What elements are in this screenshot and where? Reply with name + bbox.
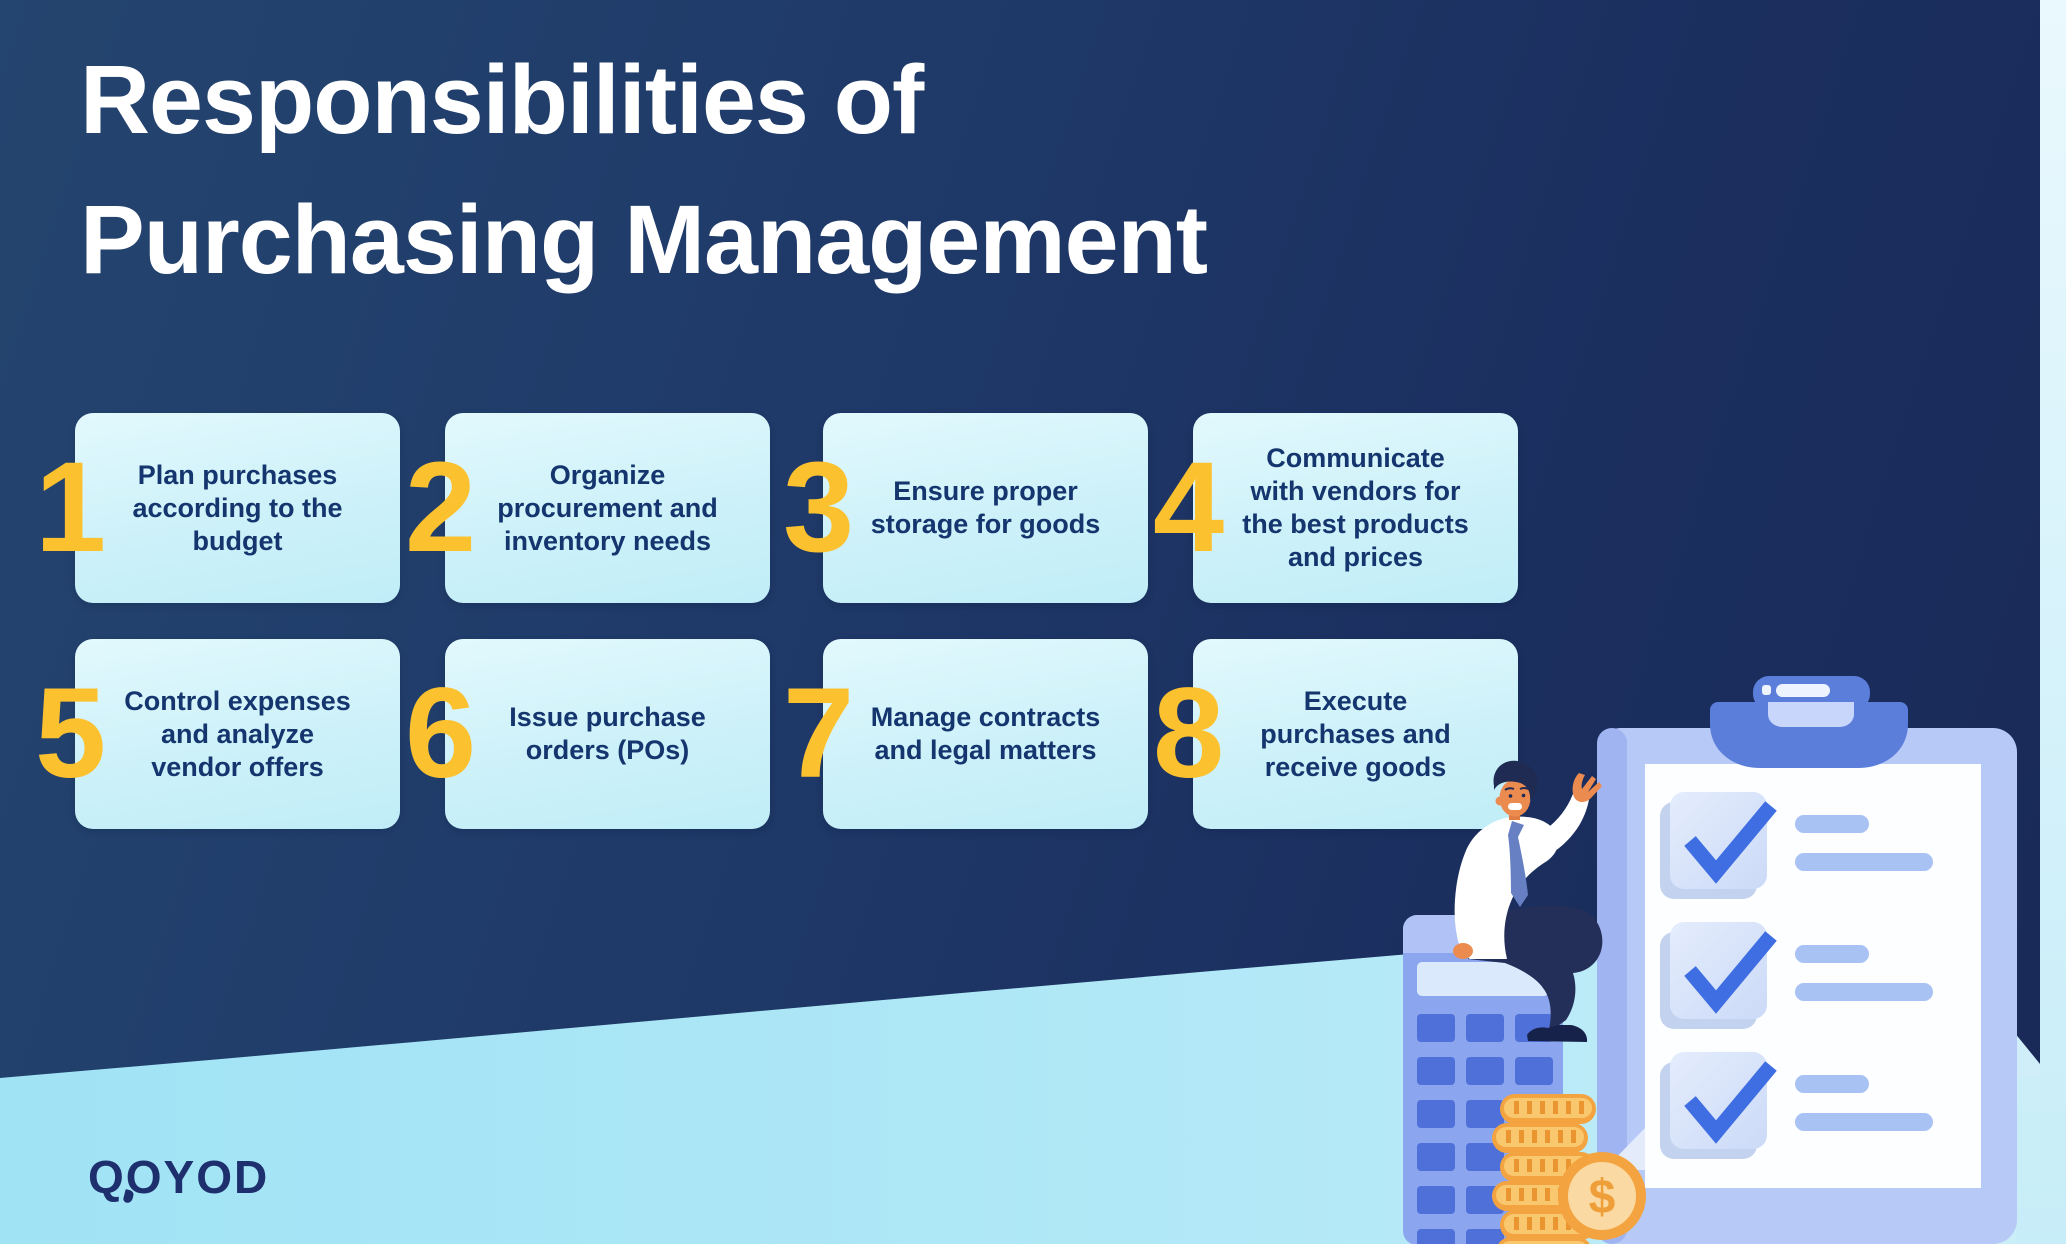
card-text-line: the best products <box>1242 509 1469 539</box>
title-line-1: Responsibilities of <box>80 45 924 154</box>
page-title: Responsibilities of Purchasing Managemen… <box>80 30 1208 310</box>
coin-stack-icon: $ <box>1492 1094 1646 1244</box>
card-text-line: Issue purchase <box>509 702 706 732</box>
card-number: 7 <box>783 662 855 805</box>
card-text-line: with vendors for <box>1250 476 1461 506</box>
card-text-line: and legal matters <box>874 735 1097 765</box>
businessman-illustration <box>1453 760 1603 1042</box>
title-line-2: Purchasing Management <box>80 185 1208 294</box>
card-text-line: according to the <box>132 492 343 523</box>
clipboard-icon <box>1597 676 2017 1244</box>
card-text-line: vendor offers <box>151 751 324 782</box>
card-text-line: budget <box>192 525 283 556</box>
coin <box>1500 1094 1596 1124</box>
coin <box>1498 1237 1590 1244</box>
card-text-line: Ensure proper <box>893 476 1078 506</box>
card-text-line: Plan purchases <box>137 459 338 490</box>
card-text-line: Organize <box>549 459 666 490</box>
card-text-line: Control expenses <box>124 685 351 716</box>
logo-text: QOYOD <box>88 1151 270 1203</box>
card-number: 6 <box>405 662 477 805</box>
card-text-line: storage for goods <box>870 509 1101 539</box>
card-number: 8 <box>1153 662 1225 805</box>
card-text-line: and prices <box>1287 542 1424 572</box>
card-text-line: Execute <box>1303 685 1408 716</box>
card-text-line: procurement and <box>497 492 718 523</box>
card-text-line: purchases and <box>1260 718 1451 749</box>
card-number: 2 <box>405 436 477 579</box>
card-text-line: and analyze <box>160 718 315 749</box>
card-text-line: Manage contracts <box>870 702 1101 732</box>
card-number: 3 <box>783 436 855 579</box>
clip-icon <box>1710 676 1908 768</box>
card-text-line: inventory needs <box>503 525 712 556</box>
qoyod-logo: QOYOD <box>88 1150 269 1204</box>
card-number: 1 <box>35 436 107 579</box>
navy-corner-cut <box>2014 1032 2040 1078</box>
illustration: $ <box>1403 676 2040 1244</box>
card-text-line: orders (POs) <box>525 735 690 765</box>
card-number: 4 <box>1153 436 1225 579</box>
card-number: 5 <box>35 662 107 805</box>
card-text-line: receive goods <box>1264 751 1447 782</box>
dollar-symbol: $ <box>1589 1171 1616 1224</box>
card-text-line: Communicate <box>1266 443 1445 473</box>
dollar-coin-icon: $ <box>1558 1152 1646 1240</box>
coin <box>1492 1123 1588 1153</box>
